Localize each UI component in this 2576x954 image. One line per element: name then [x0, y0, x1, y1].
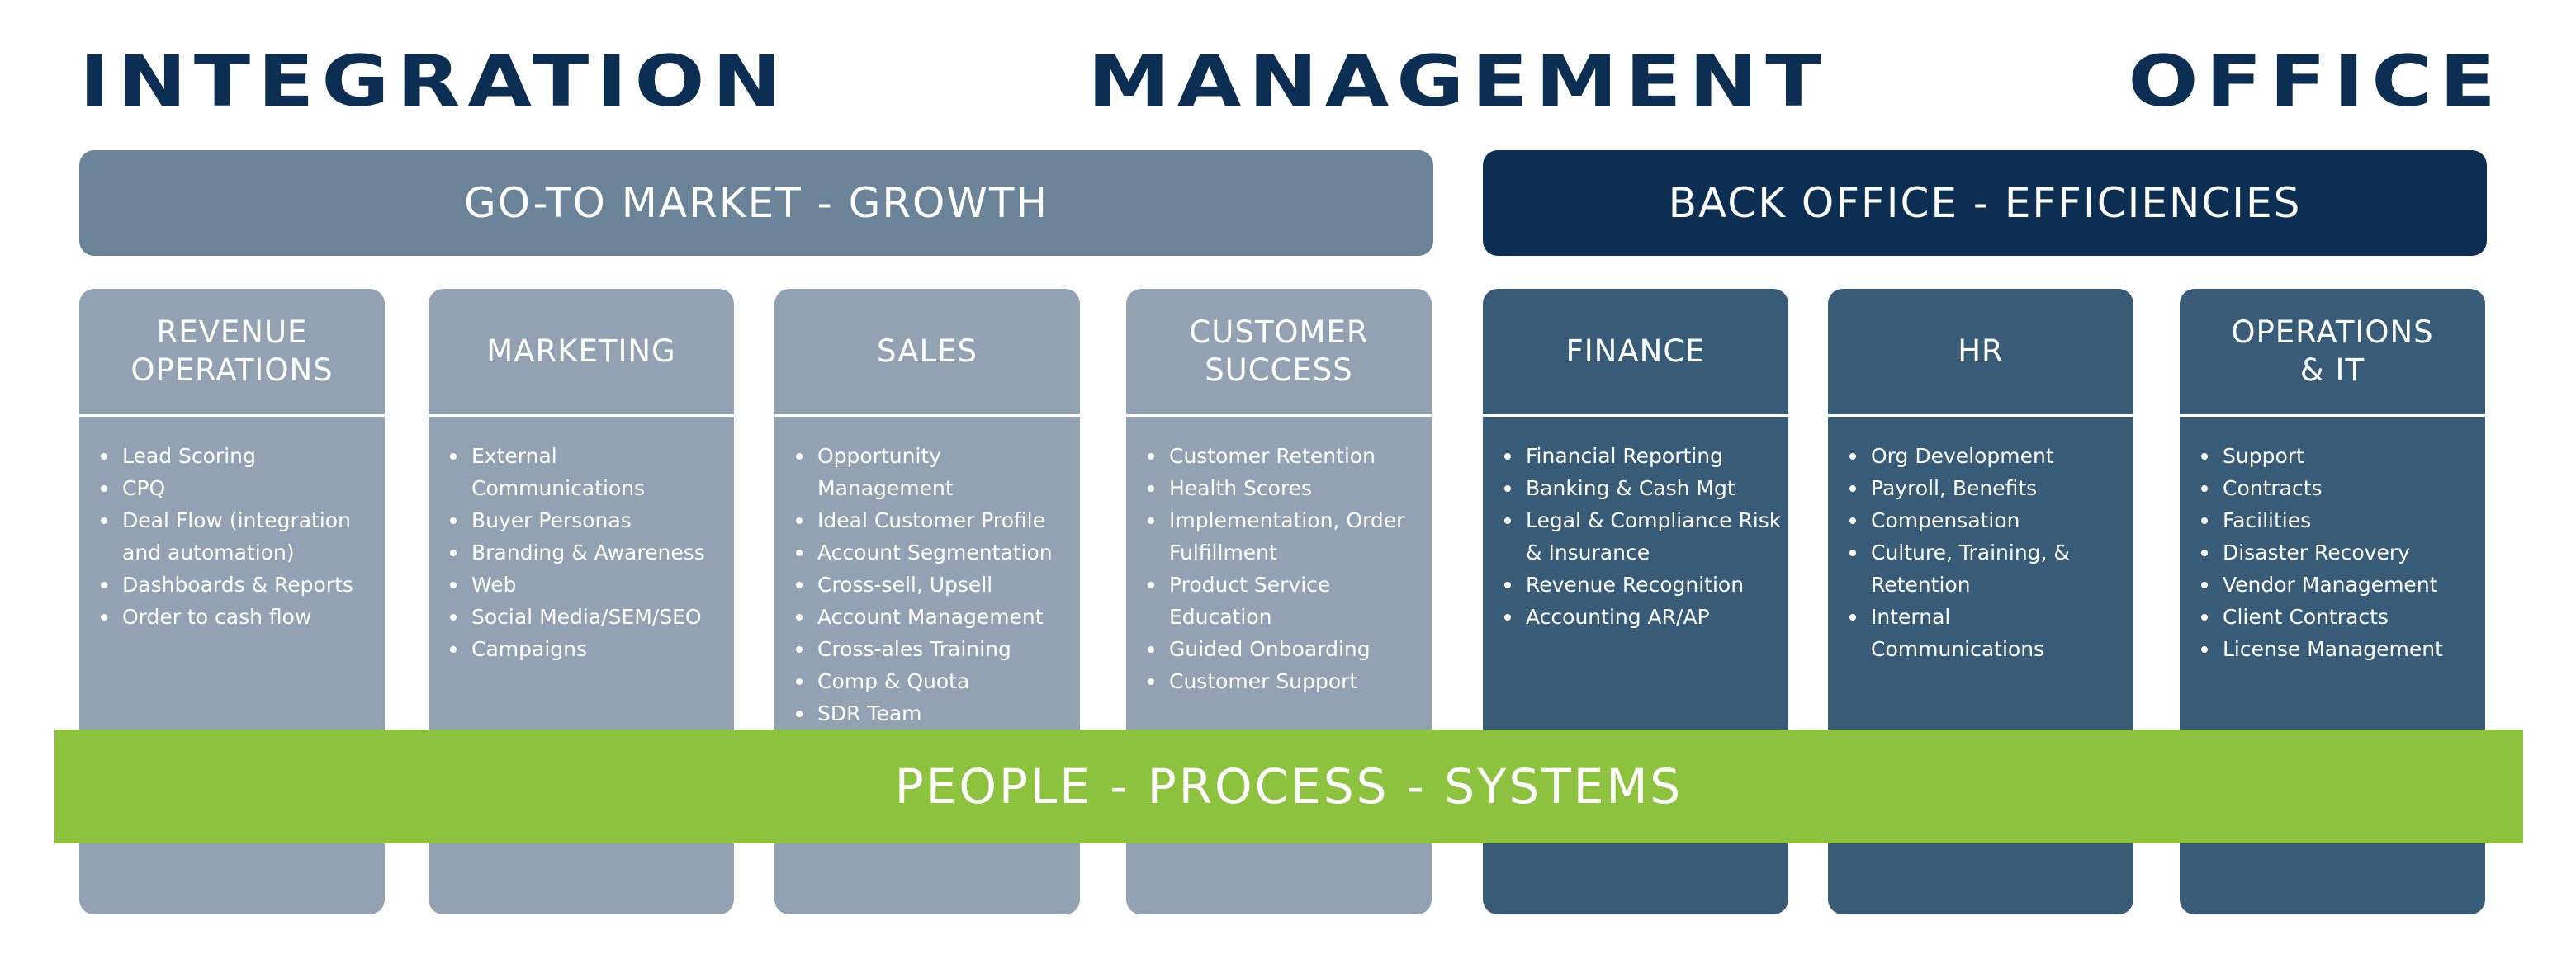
column-items: Financial Reporting Banking & Cash Mgt L… [1483, 417, 1788, 633]
list-item: Dashboards & Reports [101, 569, 380, 601]
list-item: SDR Team [796, 697, 1075, 730]
list-item: Disaster Recovery [2201, 536, 2480, 569]
list-item: Org Development [1849, 440, 2129, 472]
column-divider [1828, 414, 2133, 417]
list-item: Account Segmentation [796, 536, 1075, 569]
column-items: Lead Scoring CPQ Deal Flow (integration … [79, 417, 385, 633]
back-office-banner: BACK OFFICE - EFFICIENCIES [1483, 150, 2487, 256]
list-item: Account Management [796, 601, 1075, 633]
list-item: Legal & Compliance Risk & Insurance [1504, 504, 1783, 569]
list-item: Compensation [1849, 504, 2129, 536]
people-process-systems-band: PEOPLE - PROCESS - SYSTEMS [54, 730, 2523, 843]
column-title: REVENUE OPERATIONS [130, 314, 334, 388]
list-item: Campaigns [450, 633, 729, 665]
list-item: Social Media/SEM/SEO [450, 601, 729, 633]
list-item: Payroll, Benefits [1849, 472, 2129, 504]
list-item: Deal Flow (integration and automation) [101, 504, 380, 569]
list-item: Cross-sell, Upsell [796, 569, 1075, 601]
column-title: HR [1958, 333, 2004, 369]
column-divider [2180, 414, 2485, 417]
list-item: Facilities [2201, 504, 2480, 536]
column-items: External Communications Buyer Personas B… [429, 417, 734, 665]
list-item: Revenue Recognition [1504, 569, 1783, 601]
list-item: Support [2201, 440, 2480, 472]
list-item: Ideal Customer Profile [796, 504, 1075, 536]
column-title: FINANCE [1565, 333, 1706, 369]
list-item: Contracts [2201, 472, 2480, 504]
column-divider [429, 414, 734, 417]
column-items: Org Development Payroll, Benefits Compen… [1828, 417, 2133, 665]
column-divider [1126, 414, 1432, 417]
go-to-market-banner: GO-TO MARKET - GROWTH [79, 150, 1433, 256]
column-items: Customer Retention Health Scores Impleme… [1126, 417, 1432, 697]
list-item: Customer Retention [1148, 440, 1427, 472]
list-item: Vendor Management [2201, 569, 2480, 601]
column-divider [1483, 414, 1788, 417]
list-item: CPQ [101, 472, 380, 504]
column-title: SALES [877, 333, 978, 369]
column-items: Support Contracts Facilities Disaster Re… [2180, 417, 2485, 665]
column-items: Opportunity Management Ideal Customer Pr… [774, 417, 1080, 730]
list-item: Order to cash flow [101, 601, 380, 633]
list-item: License Management [2201, 633, 2480, 665]
list-item: Cross-ales Training [796, 633, 1075, 665]
column-divider [774, 414, 1080, 417]
list-item: Comp & Quota [796, 665, 1075, 697]
list-item: Accounting AR/AP [1504, 601, 1783, 633]
column-title: OPERATIONS & IT [2231, 314, 2434, 388]
column-divider [79, 414, 385, 417]
column-title: MARKETING [486, 333, 676, 369]
list-item: Internal Communications [1849, 601, 2129, 665]
list-item: Buyer Personas [450, 504, 729, 536]
list-item: Banking & Cash Mgt [1504, 472, 1783, 504]
list-item: Web [450, 569, 729, 601]
list-item: Culture, Training, & Retention [1849, 536, 2129, 601]
list-item: Client Contracts [2201, 601, 2480, 633]
list-item: Health Scores [1148, 472, 1427, 504]
column-title: CUSTOMER SUCCESS [1189, 314, 1369, 388]
list-item: Opportunity Management [796, 440, 1075, 504]
list-item: Implementation, Order Fulfillment [1148, 504, 1427, 569]
list-item: Guided Onboarding [1148, 633, 1427, 665]
list-item: External Communications [450, 440, 729, 504]
list-item: Financial Reporting [1504, 440, 1783, 472]
list-item: Customer Support [1148, 665, 1427, 697]
list-item: Product Service Education [1148, 569, 1427, 633]
list-item: Branding & Awareness [450, 536, 729, 569]
list-item: Lead Scoring [101, 440, 380, 472]
page-title: INTEGRATION MANAGEMENT OFFICE [79, 40, 2503, 123]
